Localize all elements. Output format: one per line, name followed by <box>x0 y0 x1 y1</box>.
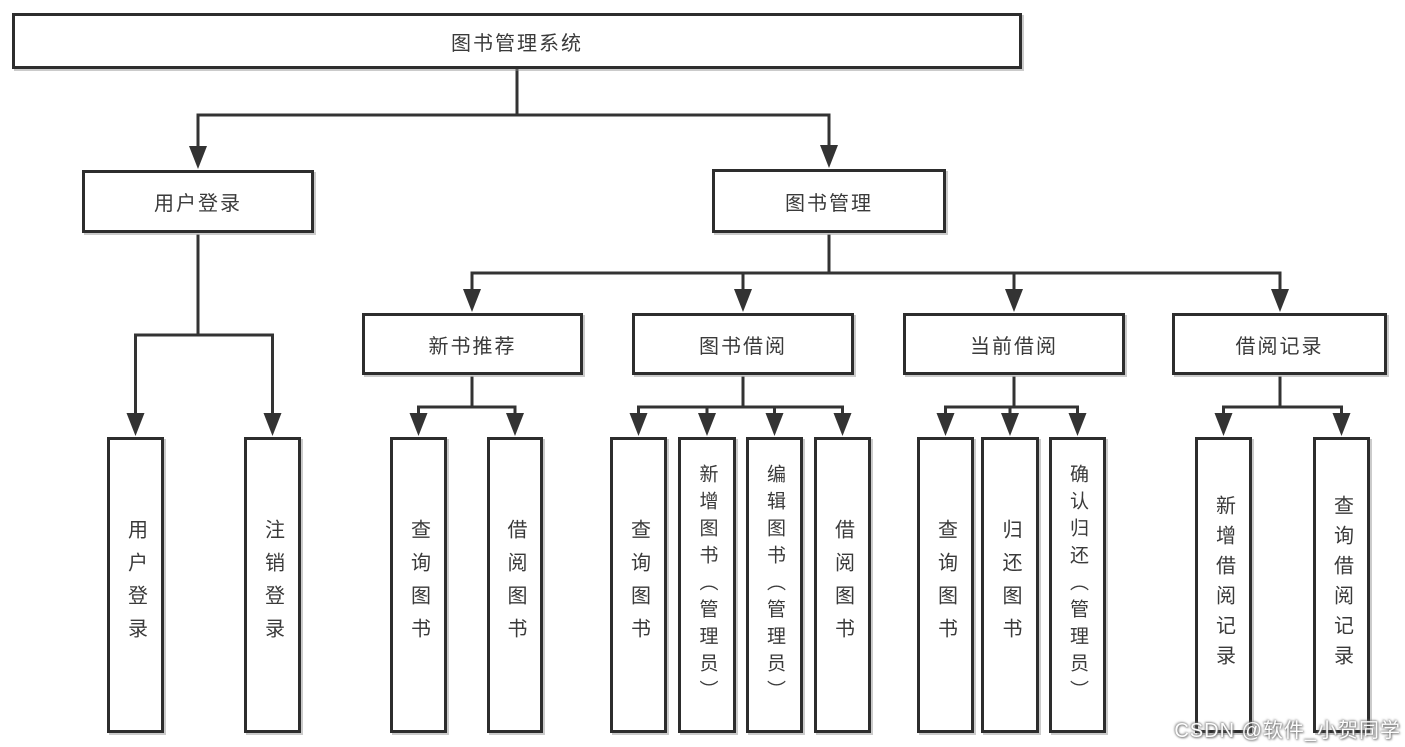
node-label: 查询图书 <box>627 519 650 651</box>
node-label: 用户登录 <box>124 519 147 651</box>
arrowheads <box>126 145 1351 436</box>
leaf-search-books: 查询图书 <box>610 437 667 733</box>
arrow-down-icon <box>1271 289 1289 312</box>
leaf-borrow-books: 借阅图书 <box>814 437 871 733</box>
leaf-borrow-books: 借阅图书 <box>487 437 543 733</box>
connector-borrow-records-to-leaves <box>1222 376 1343 419</box>
leaf-add-borrow-record: 新增借阅记录 <box>1195 437 1252 733</box>
arrow-down-icon <box>126 413 145 436</box>
node-book-management-system: 图书管理系统 <box>12 13 1022 69</box>
connector-new-book-to-leaves <box>417 376 517 419</box>
node-label: 查询图书 <box>934 519 957 651</box>
arrow-down-icon <box>1001 413 1019 436</box>
arrow-down-icon <box>765 413 784 436</box>
arrow-down-icon <box>189 146 207 169</box>
node-label: 图书管理 <box>785 192 873 215</box>
node-label: 当前借阅 <box>970 335 1058 358</box>
node-label: 图书管理系统 <box>451 32 583 55</box>
leaf-search-books: 查询图书 <box>917 437 974 733</box>
leaf-edit-book-admin: 编辑图书（管理员） <box>746 437 803 733</box>
connector-book-borrowing-to-leaves <box>637 376 844 419</box>
node-label: 查询借阅记录 <box>1330 495 1353 675</box>
node-label: 借阅图书 <box>504 519 526 651</box>
arrow-down-icon <box>463 289 481 312</box>
arrow-down-icon <box>1068 413 1087 436</box>
leaf-confirm-return-admin: 确认归还（管理员） <box>1049 437 1106 733</box>
leaf-logout: 注销登录 <box>244 437 301 733</box>
node-label: 归还图书 <box>999 519 1021 651</box>
node-label: 图书借阅 <box>699 335 787 358</box>
connector-root-to-level2 <box>196 67 831 152</box>
leaf-search-books: 查询图书 <box>390 437 447 733</box>
arrow-down-icon <box>1214 413 1233 436</box>
node-user-login: 用户登录 <box>82 170 314 233</box>
node-label: 新书推荐 <box>428 335 517 358</box>
arrow-down-icon <box>1332 413 1351 436</box>
node-label: 借阅图书 <box>831 519 854 651</box>
leaf-search-borrow-record: 查询借阅记录 <box>1313 437 1370 733</box>
node-label: 新增借阅记录 <box>1212 495 1235 675</box>
node-label: 用户登录 <box>154 193 242 215</box>
leaf-return-books: 归还图书 <box>981 437 1039 733</box>
node-book-management: 图书管理 <box>712 169 946 233</box>
node-book-borrowing: 图书借阅 <box>632 313 854 375</box>
connector-current-borrowing-to-leaves <box>944 376 1079 419</box>
node-borrowing-records: 借阅记录 <box>1172 313 1387 375</box>
node-label: 确认归还（管理员） <box>1067 463 1088 707</box>
leaf-user-login: 用户登录 <box>107 437 164 733</box>
arrow-down-icon <box>820 145 838 168</box>
arrow-down-icon <box>734 289 752 312</box>
node-label: 编辑图书（管理员） <box>764 463 785 707</box>
arrow-down-icon <box>263 413 282 436</box>
arrow-down-icon <box>629 413 648 436</box>
node-label: 新增图书（管理员） <box>696 463 718 707</box>
arrow-down-icon <box>698 413 716 436</box>
node-label: 注销登录 <box>261 519 284 651</box>
connector-user-login-to-leaves <box>134 234 274 419</box>
node-label: 查询图书 <box>407 519 430 651</box>
node-new-book-recommendation: 新书推荐 <box>362 313 583 375</box>
connector-book-management-to-level3 <box>470 234 1282 296</box>
arrow-down-icon <box>1005 289 1023 312</box>
leaf-add-book-admin: 新增图书（管理员） <box>678 437 736 733</box>
arrow-down-icon <box>936 413 955 436</box>
node-current-borrowing: 当前借阅 <box>903 313 1125 375</box>
node-label: 借阅记录 <box>1235 335 1324 358</box>
arrow-down-icon <box>833 413 852 436</box>
arrow-down-icon <box>409 413 428 436</box>
arrow-down-icon <box>506 413 524 436</box>
csdn-watermark: CSDN @软件_小贺同学 <box>1174 720 1401 742</box>
